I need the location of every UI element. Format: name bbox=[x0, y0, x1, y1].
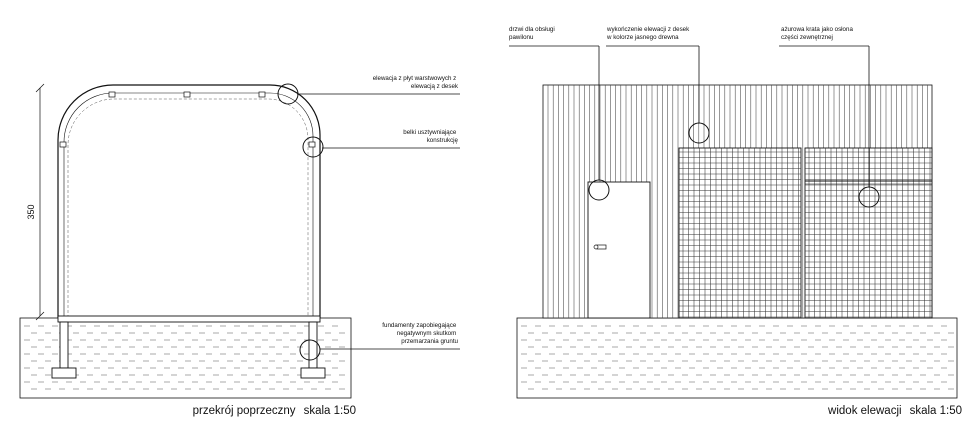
annotation-boards: wykończenie elewacji z desek w kolorze j… bbox=[606, 26, 691, 41]
dimension-tick bbox=[35, 311, 45, 321]
foundation-footing-right bbox=[300, 367, 326, 379]
floor-slab bbox=[57, 315, 321, 323]
service-door bbox=[587, 181, 651, 319]
beam-marker bbox=[183, 91, 191, 98]
lattice-panel bbox=[804, 147, 933, 319]
annotation-door: drzwi dla obsługi pawilonu bbox=[509, 26, 556, 41]
soil-hatch-right bbox=[521, 325, 954, 390]
dimension-label: 350 bbox=[26, 204, 36, 219]
beam-marker bbox=[258, 91, 266, 98]
annotation-foundations: fundamenty zapobiegające negatywnym skut… bbox=[382, 322, 458, 345]
cross-section-drawing: 350 elewacja z płyt warstwowych z elewac… bbox=[19, 75, 460, 417]
beam-marker bbox=[59, 141, 67, 148]
door-lock bbox=[593, 244, 599, 250]
annotation-facade: elewacja z płyt warstwowych z elewacją z… bbox=[373, 75, 459, 90]
lattice-grille bbox=[678, 147, 933, 319]
arch-outer bbox=[57, 84, 321, 318]
beam-marker bbox=[308, 141, 316, 148]
callout-circle-facade bbox=[277, 83, 299, 105]
beam-marker bbox=[108, 91, 116, 98]
annotation-beams: belki usztywniające konstrukcję bbox=[403, 129, 458, 144]
soil-hatch-left bbox=[24, 325, 345, 390]
lattice-panel bbox=[678, 147, 802, 319]
elevation-drawing: drzwi dla obsługi pawilonu wykończenie e… bbox=[509, 26, 962, 417]
callout-circle-beam bbox=[302, 136, 324, 158]
foundation-footing-left bbox=[51, 367, 77, 379]
ground-block-right bbox=[516, 317, 958, 399]
dimension-tick bbox=[35, 83, 45, 93]
annotation-lattice: ażurowa krata jako osłona części zewnętr… bbox=[781, 26, 855, 41]
foundation-pier-right bbox=[308, 321, 318, 369]
ground-block-left bbox=[19, 317, 352, 399]
foundation-pier-left bbox=[59, 321, 69, 369]
arch-dashed bbox=[67, 98, 309, 318]
callout-circle-foundation bbox=[299, 339, 321, 361]
arch-inner bbox=[63, 92, 314, 318]
